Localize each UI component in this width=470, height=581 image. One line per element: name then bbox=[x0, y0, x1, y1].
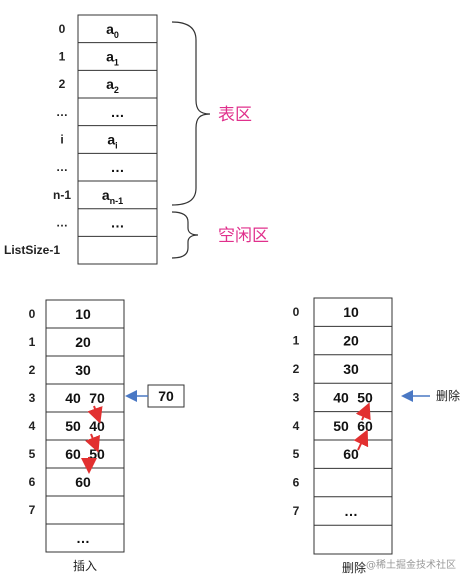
top-cell-value: … bbox=[111, 104, 125, 120]
insert-shift-arrow-1 bbox=[87, 405, 103, 424]
top-cell-base: a bbox=[106, 49, 114, 65]
delete-label: 删除 bbox=[436, 388, 460, 403]
delete_table-cell-value: 50 bbox=[333, 418, 349, 434]
top-cell-subscript: i bbox=[115, 141, 118, 151]
top-table-outline bbox=[77, 14, 158, 265]
top-cell-base: a bbox=[106, 21, 114, 37]
insert_table-cell-value: 40 bbox=[65, 390, 81, 406]
top-row-index: 0 bbox=[59, 22, 66, 36]
delete_table-row-index: 4 bbox=[293, 419, 300, 433]
delete_table-cell-value: 30 bbox=[343, 361, 359, 377]
delete_table-row-index: 6 bbox=[293, 476, 300, 490]
insert_table-row-index: 7 bbox=[29, 503, 36, 517]
insert_table-cell-value: 60 bbox=[75, 474, 91, 490]
top-cell-subscript: 2 bbox=[114, 85, 119, 95]
top-cell-base: … bbox=[111, 104, 125, 120]
insert_table-row-index: 5 bbox=[29, 447, 36, 461]
insert-shift-arrow-2 bbox=[85, 433, 100, 453]
insert_table-row-index: 6 bbox=[29, 475, 36, 489]
insert_table-cell-value: 60 bbox=[65, 446, 81, 462]
insert_table-cell-value: 30 bbox=[75, 362, 91, 378]
delete_table-cell-value: … bbox=[344, 503, 358, 519]
insert_table-cell-value: 50 bbox=[65, 418, 81, 434]
insert_table-row-index: 3 bbox=[29, 391, 36, 405]
delete_table-cell-value: 60 bbox=[343, 446, 359, 462]
top-row-index: n-1 bbox=[53, 188, 71, 202]
delete-caption: 删除 bbox=[342, 560, 366, 575]
insert_table-cell-new-value: 70 bbox=[89, 390, 105, 406]
top-row-index: 1 bbox=[59, 50, 66, 64]
top-row-index: 2 bbox=[59, 77, 66, 91]
top-cell-value: a2 bbox=[106, 76, 119, 95]
top-cell-subscript: 0 bbox=[114, 30, 119, 40]
insert_table-cell-new-value: 40 bbox=[89, 418, 105, 434]
insert_table-row-index: 0 bbox=[29, 307, 36, 321]
delete_table-row-index: 5 bbox=[293, 447, 300, 461]
insert-caption: 插入 bbox=[73, 559, 97, 573]
delete_table-row-index: 7 bbox=[293, 504, 300, 518]
delete_table-cell-new-value: 60 bbox=[357, 418, 373, 434]
delete_table-cell-value: 20 bbox=[343, 333, 359, 349]
insert-table-outline bbox=[45, 299, 125, 553]
delete-table-outline bbox=[313, 297, 393, 555]
top-cell-base: a bbox=[106, 76, 114, 92]
top-row-index: ListSize-1 bbox=[4, 243, 60, 257]
free-region-brace bbox=[171, 211, 199, 259]
free-region-label: 空闲区 bbox=[218, 226, 269, 246]
top-cell-base: a bbox=[107, 132, 115, 148]
top-row-index: i bbox=[60, 133, 63, 147]
delete_table-row-index: 0 bbox=[293, 305, 300, 319]
top-cell-value: … bbox=[111, 159, 125, 175]
delete_table-cell-new-value: 50 bbox=[357, 389, 373, 405]
top-row-index: … bbox=[56, 216, 68, 230]
top-cell-value: ai bbox=[107, 132, 117, 151]
insert_table-row-index: 4 bbox=[29, 419, 36, 433]
delete-shift-arrow-2 bbox=[353, 429, 369, 451]
insert_table-row-index: 2 bbox=[29, 363, 36, 377]
new-value-text: 70 bbox=[158, 388, 174, 404]
top-row-index: … bbox=[56, 160, 68, 174]
delete-table: 0 10 1 20 2 30 3 40 50 4 50 60 5 60 6 7 … bbox=[293, 297, 393, 555]
top-cell-value: a0 bbox=[106, 21, 119, 40]
table-region-brace bbox=[171, 21, 211, 206]
top-cell-base: … bbox=[111, 159, 125, 175]
insert_table-cell-value: 10 bbox=[75, 306, 91, 322]
insert_table-cell-value: … bbox=[76, 530, 90, 546]
top-cell-value: an-1 bbox=[102, 187, 123, 206]
delete_table-cell-value: 40 bbox=[333, 389, 349, 405]
top-cell-value: … bbox=[111, 215, 125, 231]
delete_table-row-index: 2 bbox=[293, 362, 300, 376]
top-row-index: … bbox=[56, 105, 68, 119]
watermark: @稀土掘金技术社区 bbox=[366, 558, 456, 571]
delete_table-row-index: 3 bbox=[293, 390, 300, 404]
top-cell-value: a1 bbox=[106, 49, 119, 68]
insert_table-row-index: 1 bbox=[29, 335, 36, 349]
top-cell-subscript: 1 bbox=[114, 58, 119, 68]
delete_table-cell-value: 10 bbox=[343, 304, 359, 320]
top-cell-base: … bbox=[111, 215, 125, 231]
table-region-label: 表区 bbox=[218, 105, 252, 125]
top-cell-subscript: n-1 bbox=[110, 196, 124, 206]
delete_table-row-index: 1 bbox=[293, 334, 300, 348]
delete-shift-arrow-1 bbox=[355, 402, 371, 421]
top-cell-base: a bbox=[102, 187, 110, 203]
insert_table-cell-value: 20 bbox=[75, 334, 91, 350]
